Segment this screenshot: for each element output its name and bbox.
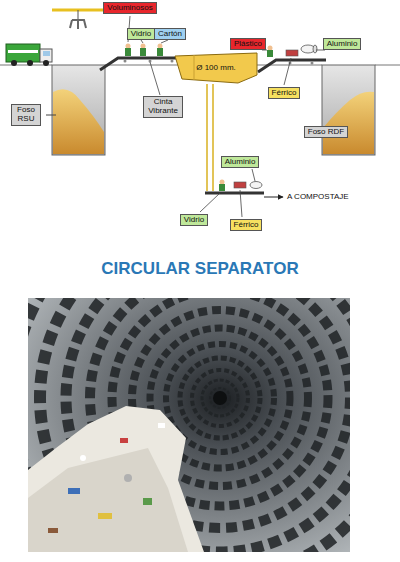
box-text: Aluminio: [327, 40, 358, 49]
picker-label: Plástico: [230, 38, 266, 51]
conveyor: [258, 60, 326, 72]
trommel: Ø 100 mm.: [174, 52, 258, 84]
picker-label: Voluminosos: [103, 2, 156, 15]
picker-label: Aluminio: [221, 156, 260, 169]
picker-label: Férrico: [268, 87, 301, 100]
picker-label: Aluminio: [323, 38, 362, 51]
box-text: Vidrio: [131, 30, 151, 39]
box-text: Férrico: [272, 89, 297, 98]
box-text: Cartón: [158, 30, 182, 39]
picker: [125, 44, 163, 57]
box-text: Plástico: [234, 40, 262, 49]
fines-chute: [205, 84, 283, 197]
photo-heading: CIRCULAR SEPARATOR: [0, 259, 400, 279]
box-text: Foso RDF: [308, 128, 344, 137]
box-text: Férrico: [234, 221, 259, 230]
drum-interior: [28, 298, 350, 552]
pit-label: Foso RDF: [304, 126, 348, 139]
pit-label: Foso RSU: [11, 104, 41, 126]
conveyor-label: Cinta Vibrante: [143, 96, 183, 118]
box-text: Cinta Vibrante: [147, 98, 179, 116]
box-text: Foso RSU: [15, 106, 37, 124]
rsu-pit: [46, 65, 105, 155]
truck: [6, 44, 52, 66]
trommel-body: [175, 53, 257, 83]
box-text: Ø 100 mm.: [196, 64, 236, 73]
trommel-ring: [194, 55, 195, 80]
picker: [267, 45, 317, 57]
picker-label: Vidrio: [180, 214, 208, 227]
waste-pile: [28, 406, 204, 552]
picker-label: Cartón: [154, 28, 186, 41]
picker-label: Férrico: [230, 219, 263, 232]
trommel-photo: [28, 298, 350, 552]
leader-line: [200, 169, 255, 217]
box-text: Voluminosos: [107, 4, 152, 13]
rdf-pit: [322, 65, 375, 155]
flow-destination: A COMPOSTAJE: [287, 193, 349, 202]
picker-label: Vidrio: [127, 28, 155, 41]
conveyor: [100, 58, 180, 70]
box-text: Vidrio: [184, 216, 204, 225]
box-text: Aluminio: [225, 158, 256, 167]
